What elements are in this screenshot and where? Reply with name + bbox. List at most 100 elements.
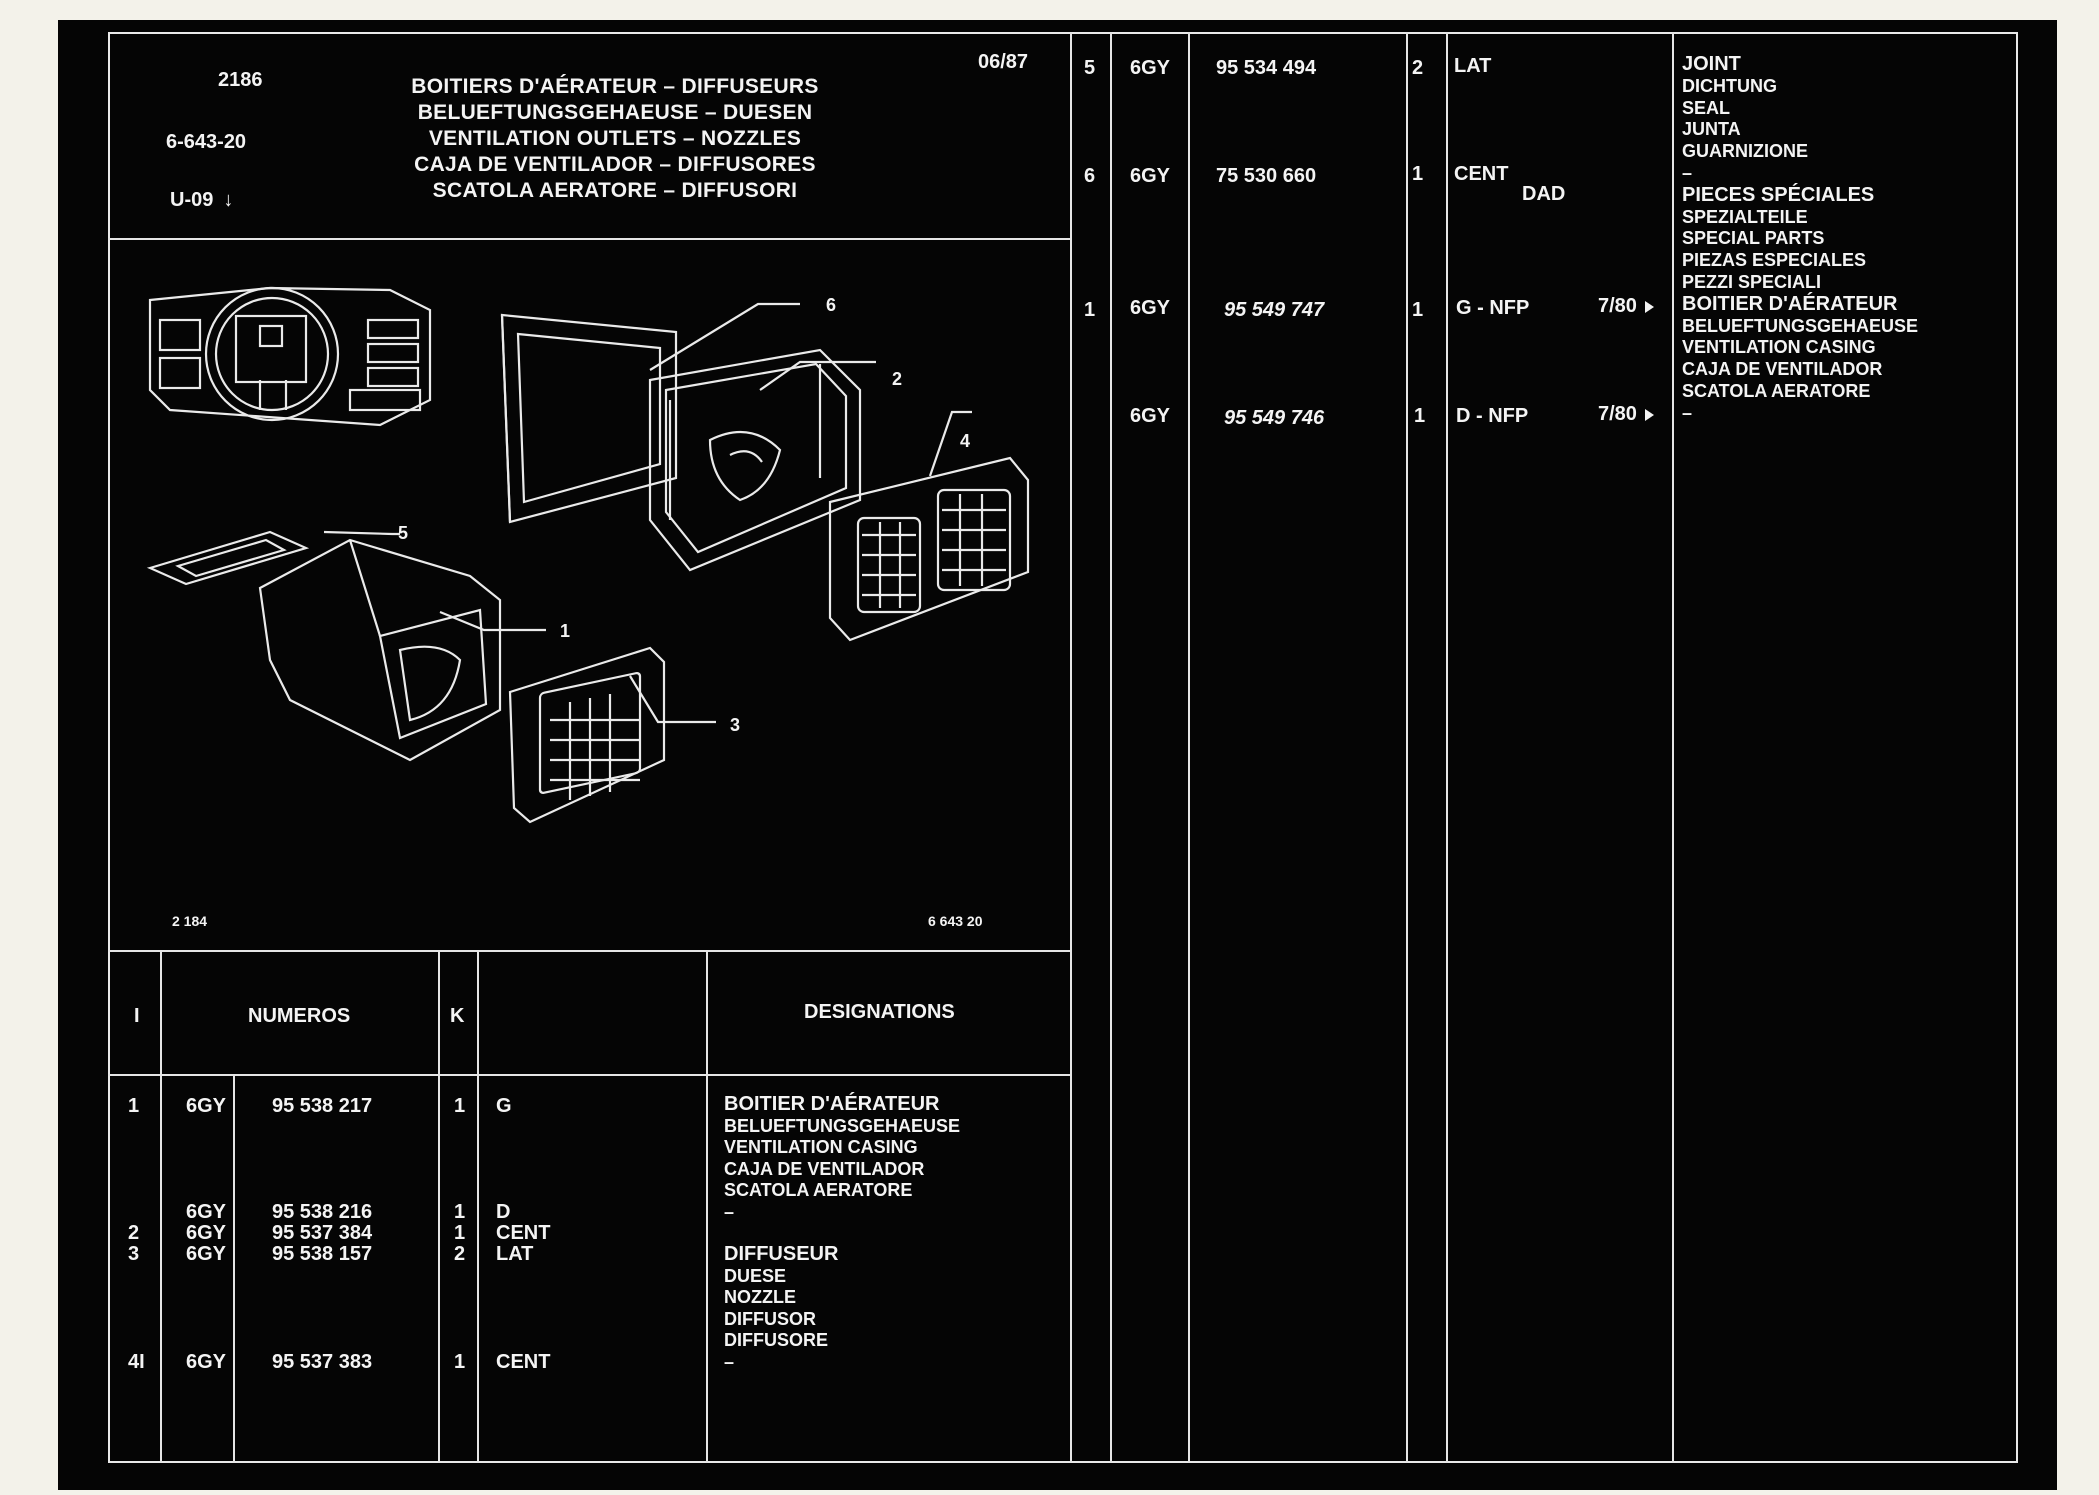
col-header-numbers: NUMEROS <box>248 1005 351 1027</box>
gasket-5-drawing <box>146 530 310 586</box>
divider-l-number <box>438 950 440 1463</box>
row-part-number: 95 549 747 <box>1224 299 1325 321</box>
divider-r-k <box>1406 32 1408 1463</box>
row-index: 3 <box>128 1243 140 1265</box>
callout-3: 3 <box>730 715 741 735</box>
plate-number: 2186 <box>218 69 263 91</box>
leader-6 <box>649 302 800 371</box>
row-qty: 2 <box>1412 57 1424 79</box>
row-index: 4I <box>128 1351 145 1373</box>
divider-column-header <box>108 1074 1072 1076</box>
leader-3 <box>629 675 716 724</box>
leader-4 <box>928 410 972 477</box>
leader-2 <box>759 360 876 391</box>
row-variant: DAD <box>1522 183 1566 205</box>
exploded-parts-illustration <box>146 286 1030 824</box>
designation-casing: BOITIER D'AÉRATEUR BELUEFTUNGSGEHAEUSE V… <box>724 1093 961 1222</box>
row-index: 5 <box>1084 57 1096 79</box>
divider-l-pos <box>706 950 708 1463</box>
callout-5: 5 <box>398 523 409 543</box>
row-prefix: 6GY <box>1130 165 1171 187</box>
nozzle-3-drawing <box>508 646 666 824</box>
row-position: G <box>496 1095 512 1117</box>
divider-l-index <box>160 950 162 1463</box>
callout-2: 2 <box>892 369 903 389</box>
row-prefix: 6GY <box>1130 297 1171 319</box>
divider-l-k <box>477 950 479 1463</box>
divider-left-panel <box>1070 32 1072 1463</box>
row-qty: 1 <box>1414 405 1426 427</box>
row-qty: 1 <box>454 1095 466 1117</box>
row-position: LAT <box>496 1243 534 1265</box>
designation-nozzle: DIFFUSEUR DUESE NOZZLE DIFFUSOR DIFFUSOR… <box>724 1243 839 1372</box>
title-block: BOITIERS D'AÉRATEUR – DIFFUSEURS BELUEFT… <box>380 74 850 204</box>
callout-1: 1 <box>560 621 571 641</box>
illustration-plate-left: 2 184 <box>172 913 208 929</box>
row-index: 2 <box>128 1222 140 1244</box>
row-qty: 1 <box>1412 163 1424 185</box>
row-prefix: 6GY <box>1130 57 1171 79</box>
callout-6: 6 <box>826 295 837 315</box>
title-it: SCATOLA AERATORE – DIFFUSORI <box>432 179 798 202</box>
divider-r-pos <box>1446 32 1448 1463</box>
divider-r-number <box>1188 32 1190 1463</box>
row-position: CENT <box>1454 163 1509 185</box>
reference-number: 6-643-20 <box>166 131 247 153</box>
col-header-index: I <box>134 1005 140 1027</box>
nozzle-4-drawing <box>828 456 1030 642</box>
title-fr: BOITIERS D'AÉRATEUR – DIFFUSEURS <box>411 75 819 98</box>
row-prefix: 6GY <box>186 1351 227 1373</box>
row-position: CENT <box>496 1222 551 1244</box>
col-header-designations: DESIGNATIONS <box>804 1001 955 1023</box>
illustration-plate-right: 6 643 20 <box>928 913 983 929</box>
row-part-number: 95 538 216 <box>272 1201 373 1223</box>
row-position: LAT <box>1454 55 1492 77</box>
row-position: D - NFP <box>1456 405 1529 427</box>
row-effective-date: 7/80 <box>1598 404 1654 424</box>
row-index: 1 <box>128 1095 140 1117</box>
model-code: U-09↓ <box>170 189 234 211</box>
col-header-qty: K <box>450 1005 465 1027</box>
row-position: CENT <box>496 1351 551 1373</box>
right-triangle-icon <box>1644 408 1654 421</box>
row-qty: 2 <box>454 1243 466 1265</box>
row-part-number: 95 534 494 <box>1216 57 1317 79</box>
divider-illustration <box>108 950 1072 952</box>
row-prefix: 6GY <box>186 1201 227 1223</box>
row-qty: 1 <box>454 1351 466 1373</box>
callout-4: 4 <box>960 431 971 451</box>
casing-1-drawing <box>258 538 502 762</box>
row-prefix: 6GY <box>186 1243 227 1265</box>
title-en: VENTILATION OUTLETS – NOZZLES <box>428 127 802 150</box>
edition-date: 06/87 <box>978 51 1029 73</box>
row-part-number: 95 549 746 <box>1224 407 1325 429</box>
row-part-number: 95 538 217 <box>272 1095 373 1117</box>
dashboard-drawing <box>148 286 432 427</box>
leader-5 <box>323 530 400 536</box>
title-de: BELUEFTUNGSGEHAEUSE – DUESEN <box>417 101 813 124</box>
row-part-number: 95 537 383 <box>272 1351 373 1373</box>
row-effective-date: 7/80 <box>1598 296 1654 316</box>
row-qty: 1 <box>454 1201 466 1223</box>
film-sheet <box>58 20 2057 1490</box>
parts-catalog-frame <box>108 32 2018 1463</box>
leader-1 <box>439 610 546 632</box>
title-es: CAJA DE VENTILADOR – DIFFUSORES <box>414 153 816 176</box>
row-prefix: 6GY <box>1130 405 1171 427</box>
right-triangle-icon <box>1644 300 1654 313</box>
row-position: G - NFP <box>1456 297 1530 319</box>
row-qty: 1 <box>1412 299 1424 321</box>
row-part-number: 95 537 384 <box>272 1222 373 1244</box>
central-casing-drawing <box>648 348 862 572</box>
divider-header <box>108 238 1072 240</box>
row-position: D <box>496 1201 511 1223</box>
divider-r-index <box>1110 32 1112 1463</box>
down-arrow-icon: ↓ <box>223 189 234 211</box>
row-prefix: 6GY <box>186 1222 227 1244</box>
row-part-number: 75 530 660 <box>1216 165 1317 187</box>
seal-frame-drawing <box>500 313 678 524</box>
row-index: 1 <box>1084 299 1096 321</box>
divider-r-desig <box>1672 32 1674 1463</box>
divider-l-prefix <box>233 1074 235 1463</box>
row-part-number: 95 538 157 <box>272 1243 373 1265</box>
